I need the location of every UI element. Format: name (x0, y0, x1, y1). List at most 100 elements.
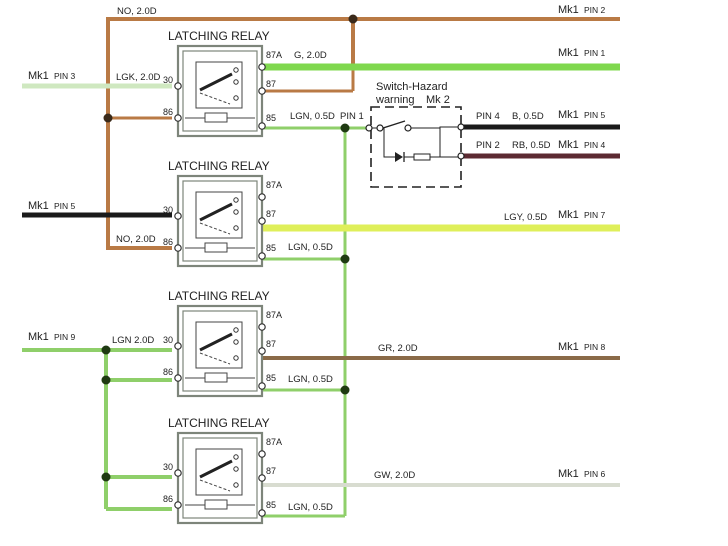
relay-contact-dashed (199, 92, 231, 105)
relay-pin-label: 30 (163, 205, 173, 215)
connector-mk: Mk1 (558, 468, 579, 480)
connector-pin: PIN 5 (584, 110, 606, 120)
junction-dot (101, 472, 111, 482)
relay-inner-contact (233, 355, 239, 361)
relay-switch-box (195, 448, 243, 496)
relay-coil-icon (204, 242, 228, 253)
relay-pin-label: 87A (266, 180, 282, 190)
connector-pin: PIN 8 (584, 342, 606, 352)
switch-lever (382, 120, 406, 129)
relay-coil-icon (204, 112, 228, 123)
relay-pin-label: 86 (163, 107, 173, 117)
relay-outer-frame (176, 431, 264, 525)
connector-right-7: Mk1 PIN 6 (558, 468, 606, 480)
junction-dot (340, 254, 350, 264)
connector-mk: Mk1 (558, 209, 579, 221)
relay-inner-frame (182, 180, 258, 262)
relay-terminal (174, 342, 182, 350)
relay-terminal (258, 217, 266, 225)
connector-terminal (365, 124, 373, 132)
relay-terminal (174, 469, 182, 477)
relay-terminal (258, 382, 266, 390)
connector-left-1: Mk1 PIN 3 (28, 70, 76, 82)
relay-title: LATCHING RELAY (168, 416, 270, 430)
relay-pin-label: 30 (163, 335, 173, 345)
label-lgn-3: LGN, 0.5D (288, 374, 333, 385)
connector-mk: Mk1 (28, 331, 49, 343)
relay-pin-label: 85 (266, 113, 276, 123)
relay-pin-label: 85 (266, 243, 276, 253)
relay-pin-label: 87 (266, 79, 276, 89)
connector-pin: PIN 3 (54, 71, 76, 81)
connector-right-3: Mk1 PIN 5 (558, 109, 606, 121)
relay-inner-contact (233, 339, 239, 345)
relay-inner-contact (233, 454, 239, 460)
relay-pin-label: 85 (266, 500, 276, 510)
relay-terminal (174, 82, 182, 90)
label-rb: RB, 0.5D (512, 140, 551, 151)
relay-terminal (174, 374, 182, 382)
connector-terminal (457, 123, 465, 131)
switch-wire (411, 126, 458, 129)
relay-inner-contact (233, 209, 239, 215)
junction-dot (103, 113, 113, 123)
relay-terminal (174, 212, 182, 220)
connector-mk: Mk1 (558, 109, 579, 121)
switch-hazard-connector: Mk 2 (426, 94, 450, 106)
relay-inner-contact (233, 482, 239, 488)
relay-switch-box (195, 191, 243, 239)
relay-pin-label: 87A (266, 50, 282, 60)
relay-title: LATCHING RELAY (168, 289, 270, 303)
relay-terminal (258, 347, 266, 355)
label-gr: GR, 2.0D (378, 343, 418, 354)
switch-contact (376, 124, 384, 132)
relay-contact-arm (199, 202, 233, 222)
relay-terminal (258, 450, 266, 458)
relay-pin-label: 85 (266, 373, 276, 383)
relay-pin-label: 30 (163, 75, 173, 85)
connector-pin: PIN 1 (584, 48, 606, 58)
switch-hazard-subtitle: warning (375, 94, 415, 106)
relay-coil-icon (204, 372, 228, 383)
wire-no-brown-loop (106, 17, 620, 250)
junction-dot (340, 385, 350, 395)
relay-terminal (258, 193, 266, 201)
label-pin1: PIN 1 (340, 111, 364, 122)
label-lgn-in: LGN 2.0D (112, 335, 154, 346)
relay-inner-contact (233, 95, 239, 101)
connector-mk: Mk1 (558, 341, 579, 353)
label-no-top: NO, 2.0D (117, 6, 157, 17)
label-lgn-1: LGN, 0.5D (290, 111, 335, 122)
relay-inner-contact (233, 79, 239, 85)
relay-contact-dashed (199, 222, 231, 235)
label-lgk: LGK, 2.0D (116, 72, 160, 83)
relay-switch-box (195, 61, 243, 109)
relay-pin-label: 30 (163, 462, 173, 472)
connector-pin: PIN 2 (584, 5, 606, 15)
relay-pin-label: 86 (163, 367, 173, 377)
connector-pin: PIN 6 (584, 469, 606, 479)
relay-pin-label: 87A (266, 437, 282, 447)
label-no-2: NO, 2.0D (116, 234, 156, 245)
relay-coil-icon (204, 499, 228, 510)
relay-inner-contact (233, 225, 239, 231)
diode-icon (395, 152, 403, 162)
relay-terminal (258, 252, 266, 260)
connector-right-6: Mk1 PIN 8 (558, 341, 606, 353)
relay-terminal (258, 474, 266, 482)
connector-mk: Mk1 (28, 70, 49, 82)
label-lgn-2: LGN, 0.5D (288, 242, 333, 253)
junction-dot (348, 14, 358, 24)
resistor-icon (413, 153, 431, 161)
junction-dot (101, 345, 111, 355)
relay-pin-label: 86 (163, 237, 173, 247)
connector-mk: Mk1 (558, 47, 579, 59)
relay-switch-box (195, 321, 243, 369)
label-lgy: LGY, 0.5D (504, 212, 547, 223)
switch-wire (383, 128, 395, 158)
